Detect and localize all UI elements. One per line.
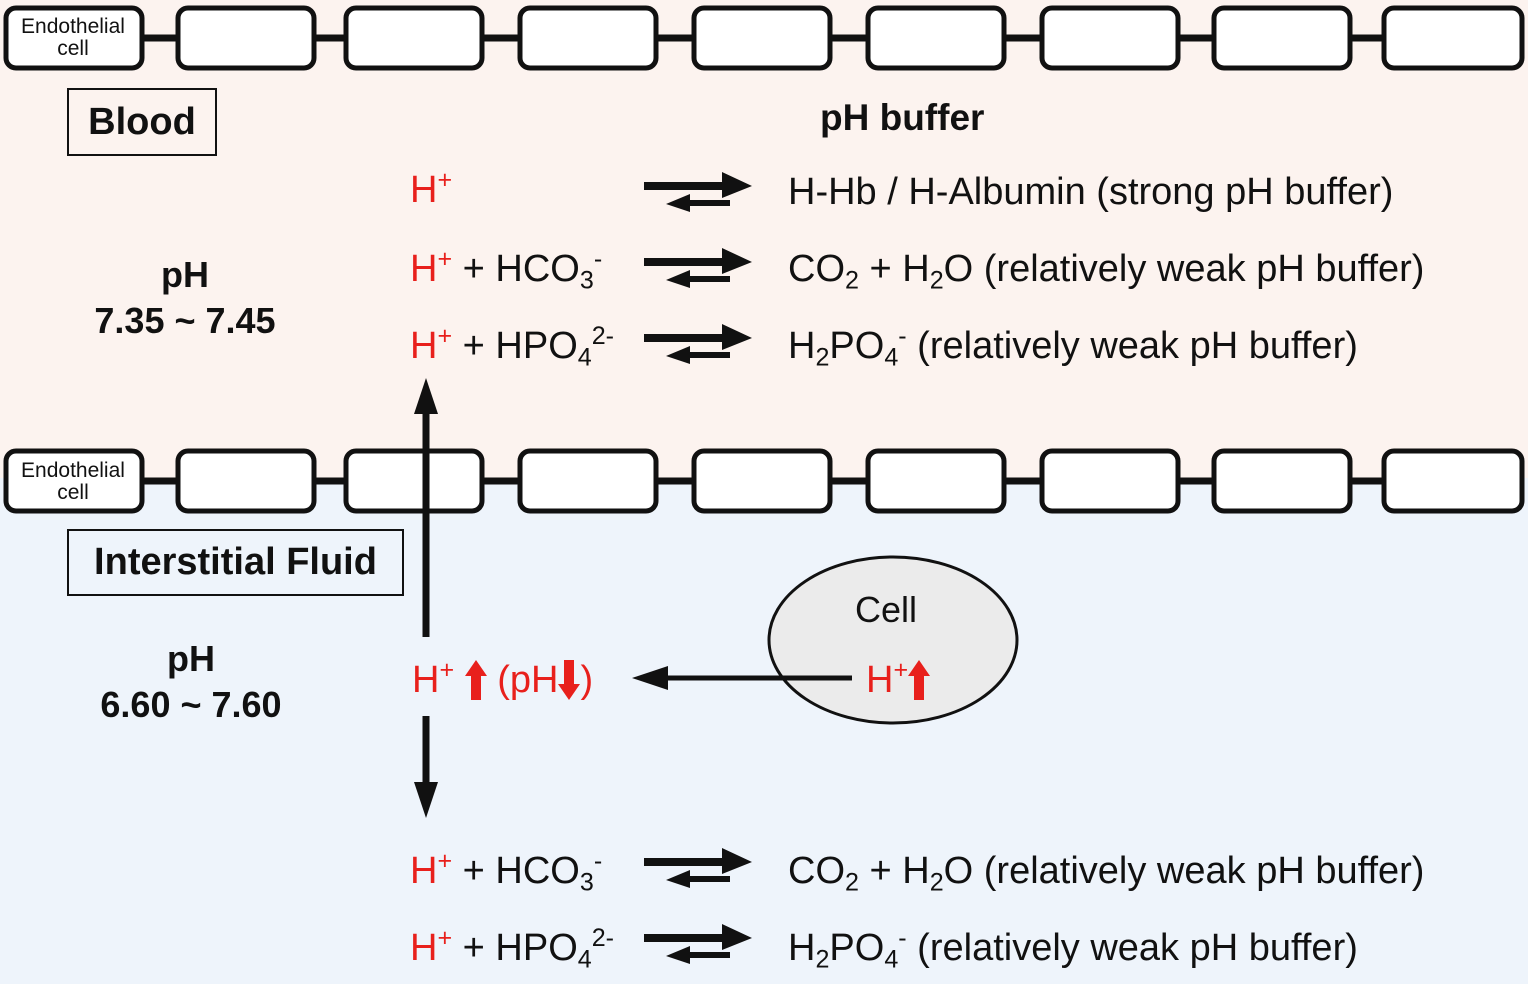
endothelial-cell: [865, 5, 1007, 71]
blood-reaction-1-lhs: H+: [410, 166, 453, 211]
interstitial-reaction-1-rhs: CO2 + H2O (relatively weak pH buffer): [788, 850, 1425, 897]
endothelial-cell: [865, 448, 1007, 514]
endothelial-label-top: Endothelial cell: [21, 15, 125, 60]
endothelial-cell: [175, 448, 317, 514]
endothelial-cell: [343, 448, 485, 514]
endothelial-cell: [1211, 448, 1353, 514]
endothelial-label-bottom: Endothelial cell: [21, 459, 125, 504]
interstitial-title: Interstitial Fluid: [67, 529, 404, 596]
blood-ph-block: pH 7.35 ~ 7.45: [70, 252, 300, 344]
interstitial-ph-block: pH 6.60 ~ 7.60: [76, 636, 306, 728]
endothelial-layer-top: [3, 5, 1525, 71]
blood-title: Blood: [67, 88, 217, 156]
blood-ph-label: pH: [161, 254, 209, 295]
endothelial-cell: [1039, 448, 1181, 514]
blood-reaction-2-rhs: CO2 + H2O (relatively weak pH buffer): [788, 248, 1425, 295]
proton-transfer-down-arrow: [414, 716, 438, 818]
proton-transfer-up-arrow: [414, 378, 438, 637]
endothelial-cell: [175, 5, 317, 71]
interstitial-ph-range: 6.60 ~ 7.60: [100, 684, 282, 725]
endothelial-cell: [1381, 5, 1525, 71]
fluid-proton-increase: H+ (pH): [412, 656, 594, 701]
interstitial-ph-label: pH: [167, 638, 215, 679]
endothelial-cell: [1211, 5, 1353, 71]
buffer-heading: pH buffer: [820, 97, 985, 138]
cell-efflux-arrow: [632, 666, 852, 690]
equilibrium-arrow: [644, 248, 752, 288]
interstitial-reaction-2-rhs: H2PO4- (relatively weak pH buffer): [788, 924, 1358, 974]
interstitial-compartment: [0, 478, 1528, 984]
endothelial-cell: [1381, 448, 1525, 514]
endothelial-cell: [691, 5, 833, 71]
blood-ph-range: 7.35 ~ 7.45: [94, 300, 276, 341]
endothelial-cell: [1039, 5, 1181, 71]
equilibrium-arrow: [644, 324, 752, 364]
interstitial-reaction-1-lhs: H+ + HCO3-: [410, 847, 603, 897]
blood-reaction-3-lhs: H+ + HPO42-: [410, 322, 615, 372]
cell-ellipse: [767, 555, 1019, 725]
endothelial-cell: [3, 448, 145, 514]
blood-reaction-2-lhs: H+ + HCO3-: [410, 245, 603, 295]
blood-reaction-3-rhs: H2PO4- (relatively weak pH buffer): [788, 322, 1358, 372]
endothelial-cell: [517, 5, 659, 71]
endothelial-cell: [691, 448, 833, 514]
up-arrow-icon: [908, 660, 931, 700]
cell-proton-increase: H+: [866, 658, 931, 700]
endothelial-cell: [517, 448, 659, 514]
equilibrium-arrow: [644, 172, 752, 212]
equilibrium-arrow: [644, 924, 752, 964]
endothelial-cell: [3, 5, 145, 71]
cell-label: Cell: [855, 589, 918, 630]
equilibrium-arrow: [644, 848, 752, 888]
equilibrium-arrows: [644, 172, 752, 964]
down-arrow-icon: [558, 660, 581, 700]
blood-compartment: [0, 0, 1528, 478]
blood-reaction-1-rhs: H-Hb / H-Albumin (strong pH buffer): [788, 171, 1394, 213]
interstitial-reaction-2-lhs: H+ + HPO42-: [410, 924, 615, 974]
up-arrow-icon: [464, 660, 487, 700]
endothelial-cell: [343, 5, 485, 71]
endothelial-layer-bottom: [3, 448, 1525, 514]
